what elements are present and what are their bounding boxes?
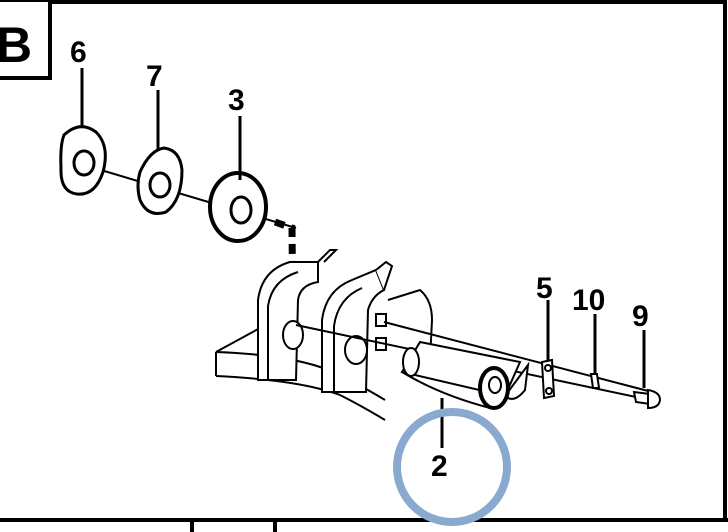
section-box: B — [0, 0, 52, 80]
callout-6: 6 — [70, 36, 87, 69]
callouts: 6 7 3 5 10 9 2 — [70, 36, 649, 483]
washer-7 — [136, 146, 184, 215]
keeper-plate-5 — [540, 358, 556, 400]
leader-lines — [80, 68, 646, 448]
washer-6 — [59, 125, 107, 196]
callout-9: 9 — [632, 300, 649, 333]
callout-7: 7 — [146, 60, 163, 93]
highlight-circle — [393, 408, 511, 526]
callout-2: 2 — [431, 450, 448, 483]
washer-3 — [208, 171, 268, 243]
washer-10 — [589, 373, 601, 389]
pin-2 — [400, 340, 530, 410]
bolt-9 — [632, 388, 662, 410]
section-label: B — [0, 17, 32, 73]
left-bracket — [257, 249, 339, 381]
callout-10: 10 — [572, 284, 605, 317]
callout-3: 3 — [228, 84, 245, 117]
callout-5: 5 — [536, 272, 553, 305]
